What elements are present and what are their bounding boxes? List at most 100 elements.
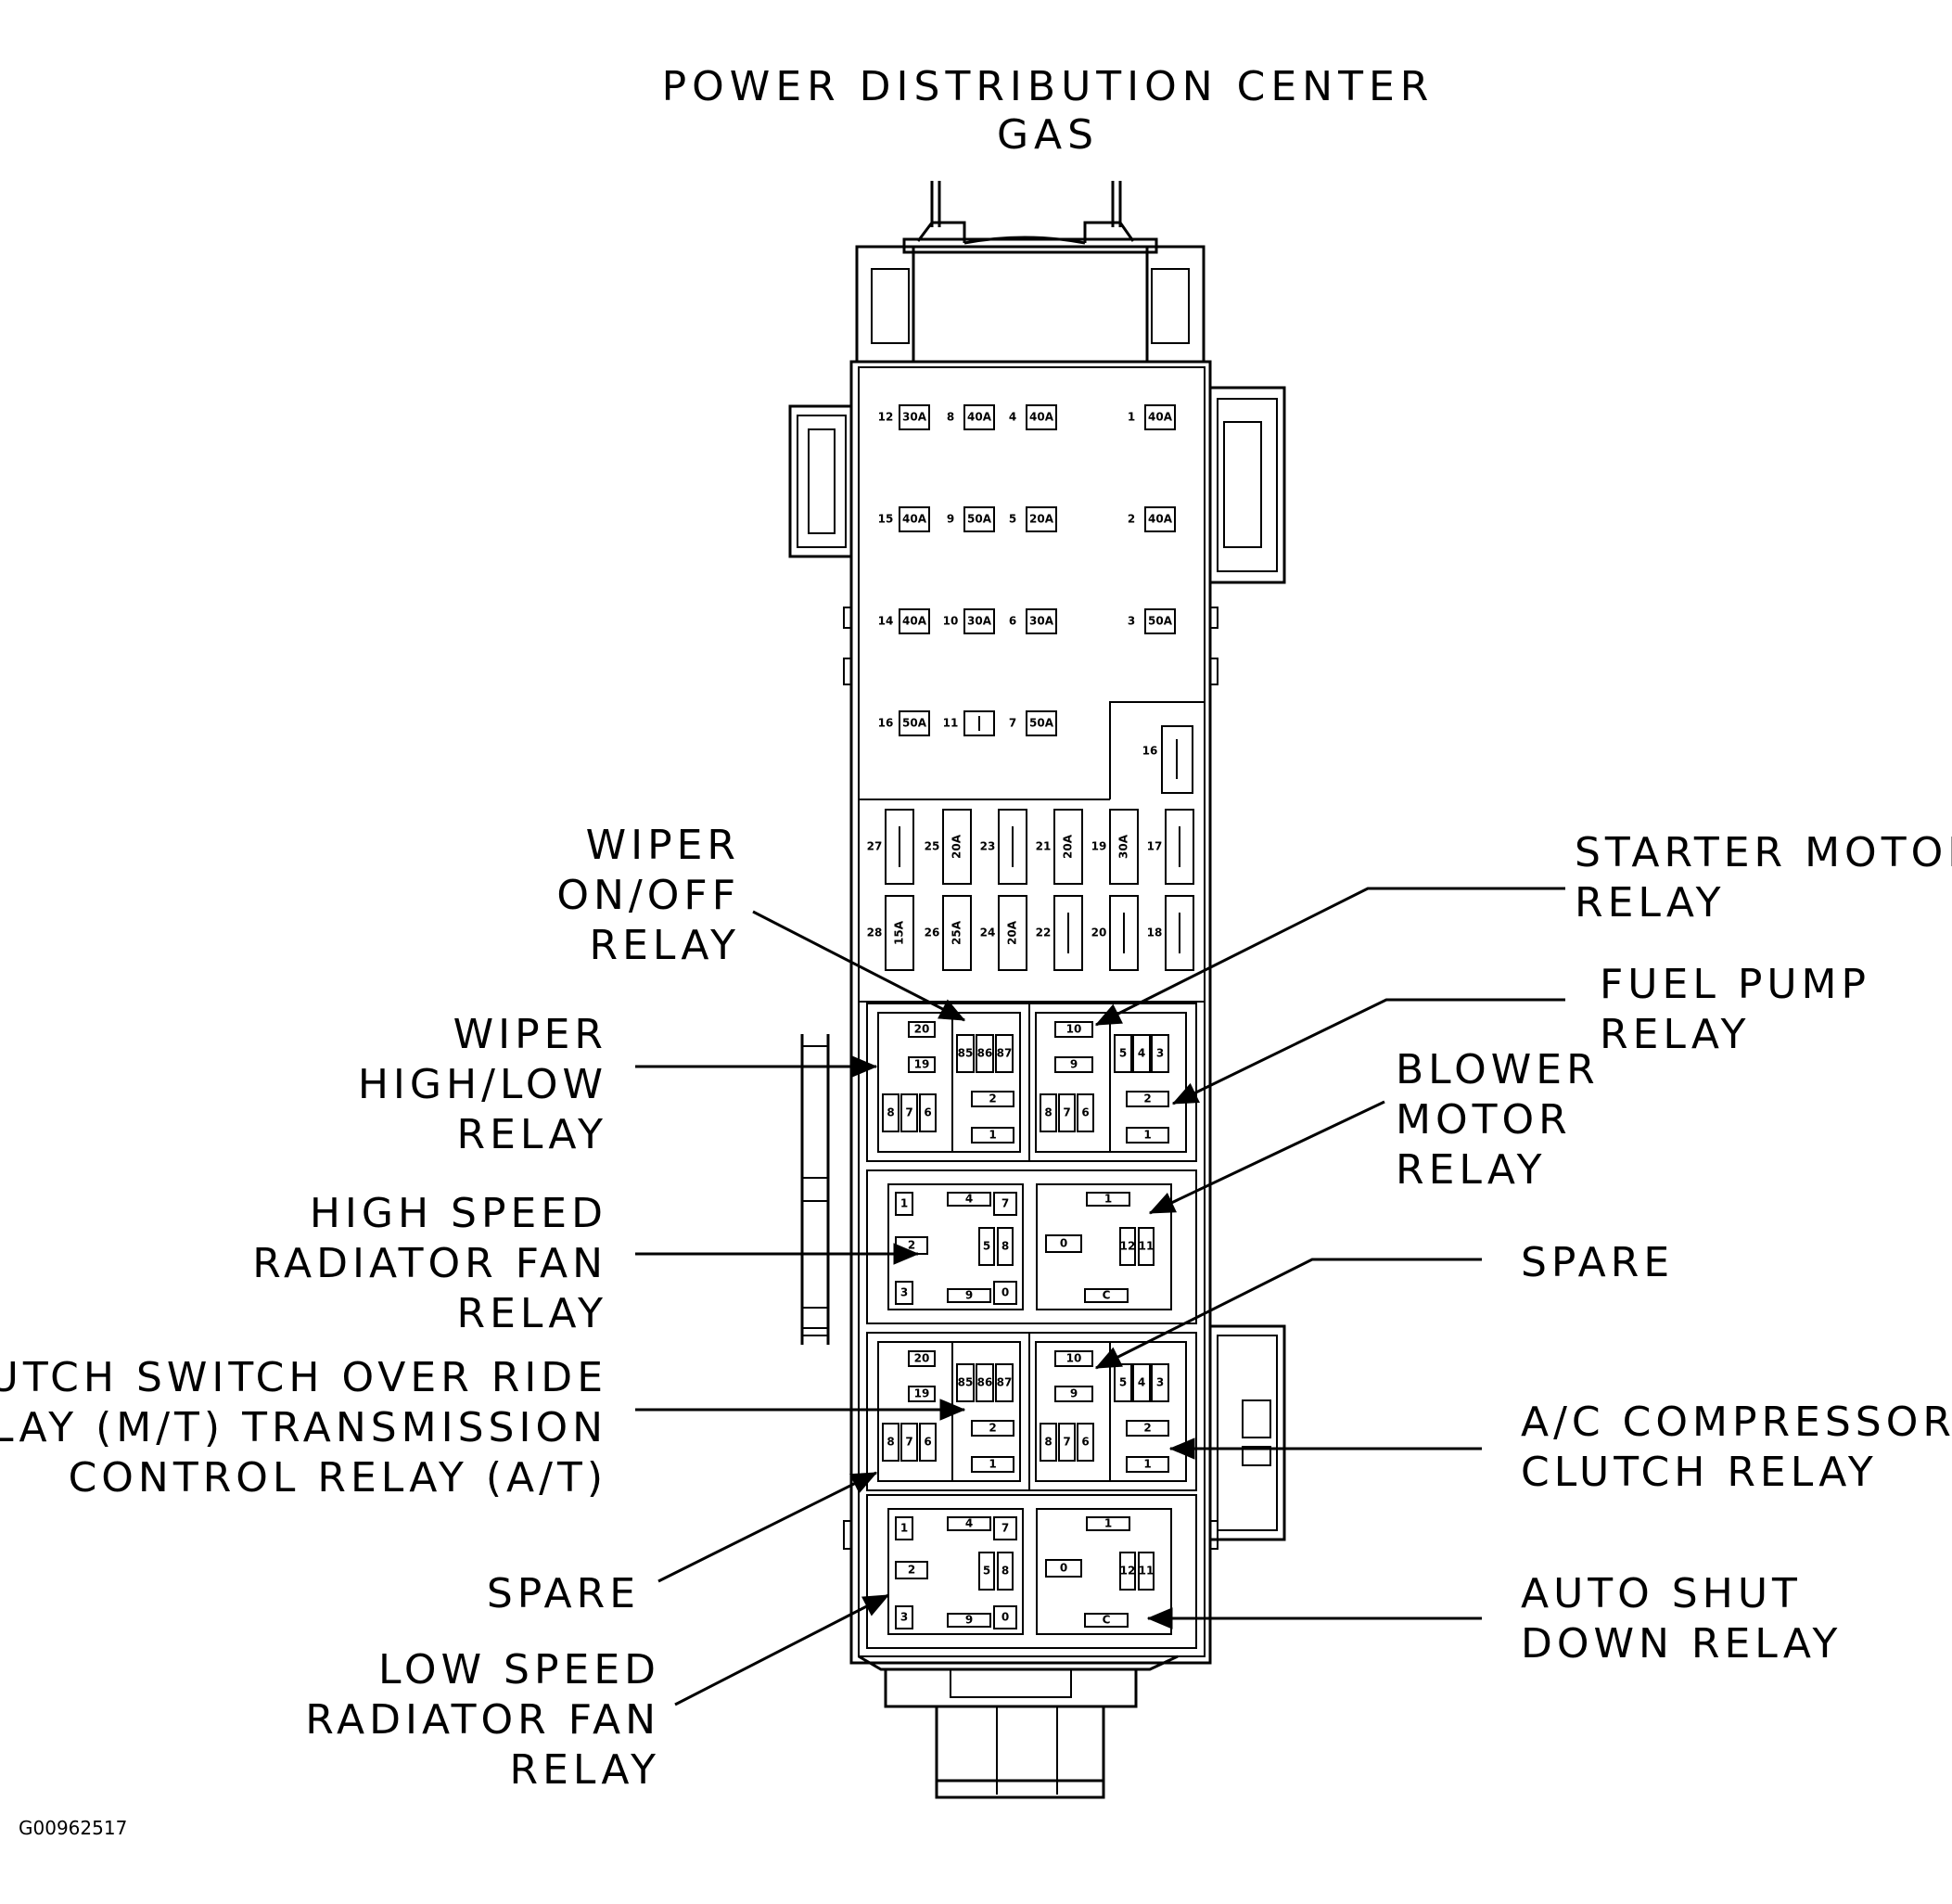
- low-speed-fan-label-3: RELAY: [510, 1746, 660, 1794]
- cavity-label: 7: [905, 1106, 912, 1119]
- arrowhead: [893, 1243, 920, 1265]
- terminal-label: 0: [1060, 1562, 1067, 1575]
- fuse-rating: 40A: [1148, 411, 1173, 424]
- fuel-pump-label-2: RELAY: [1600, 1011, 1750, 1058]
- cavity: [956, 1034, 975, 1073]
- arrowhead: [1168, 1438, 1195, 1460]
- cavity: [1040, 1423, 1057, 1462]
- fuse-number: 19: [1091, 840, 1107, 853]
- clutch-switch-label-1: CLUTCH SWITCH OVER RIDE: [0, 1354, 607, 1401]
- fuse-number: 10: [943, 615, 959, 628]
- spare-right-label: SPARE: [1521, 1239, 1674, 1286]
- starter-motor-label-1: STARTER MOTOR: [1575, 829, 1952, 876]
- fuse-body: [963, 506, 995, 532]
- cavity-label: 1: [989, 1458, 996, 1471]
- fuse-body: [998, 895, 1027, 971]
- maxi-fuse-side: 16: [1142, 725, 1193, 794]
- callout-low-speed-fan: LOW SPEED RADIATOR FAN RELAY: [305, 1646, 660, 1794]
- terminal: [895, 1192, 913, 1216]
- cavity-label: 6: [924, 1106, 931, 1119]
- terminal-label: 12: [1120, 1565, 1136, 1578]
- callout-auto-shutdown: AUTO SHUT DOWN RELAY: [1521, 1570, 1842, 1668]
- fuse-number: 3: [1128, 615, 1135, 628]
- cavity: [919, 1093, 937, 1132]
- leader-ac-compressor: [1168, 1438, 1482, 1460]
- fuse-body: [963, 404, 995, 430]
- cavity: [971, 1420, 1014, 1437]
- cavity-label: 86: [977, 1376, 993, 1389]
- cavity-label: 1: [1143, 1458, 1151, 1471]
- clutch-switch-label-3: CONTROL RELAY (A/T): [69, 1454, 607, 1501]
- cavity: [1077, 1423, 1094, 1462]
- cavity: [1077, 1093, 1094, 1132]
- fuse-rating: 20A: [1029, 513, 1054, 526]
- fuse-number: 16: [1142, 745, 1158, 758]
- cavity: [1151, 1034, 1169, 1073]
- terminal: [947, 1288, 991, 1303]
- cavity: [1126, 1127, 1169, 1144]
- terminal-label: 5: [983, 1240, 990, 1253]
- pdc-main-body: [788, 360, 1286, 1665]
- fuse-number: 15: [878, 513, 894, 526]
- fuse-body: [963, 608, 995, 634]
- fuse-number: 20: [1091, 926, 1107, 939]
- cavity: [919, 1423, 937, 1462]
- cavity: [900, 1093, 918, 1132]
- terminal: [993, 1605, 1017, 1629]
- terminal: [1045, 1559, 1082, 1578]
- fuse-number: 14: [878, 615, 894, 628]
- cavity-label: 87: [997, 1376, 1013, 1389]
- cavity-label: 85: [958, 1047, 974, 1060]
- fuse-number: 9: [947, 513, 954, 526]
- fuse-rating: 30A: [902, 411, 927, 424]
- callout-wiper-on-off: WIPER ON/OFF RELAY: [556, 822, 735, 969]
- cavity: [971, 1456, 1014, 1473]
- auto-shutdown-label-2: DOWN RELAY: [1521, 1620, 1842, 1668]
- pdc-top-housing: [855, 181, 1206, 364]
- leader-line: [674, 1593, 889, 1706]
- fuse-number: 7: [1009, 717, 1016, 730]
- fuse-rating: 20A: [1062, 834, 1075, 859]
- terminal-label: 11: [1139, 1240, 1155, 1253]
- terminal-label: 1: [900, 1197, 908, 1210]
- cavity: [908, 1350, 936, 1367]
- wiper-high-low-label-2: HIGH/LOW: [358, 1061, 607, 1108]
- leader-starter-motor: [1094, 887, 1565, 1027]
- fuse-body: [1026, 608, 1057, 634]
- terminal: [993, 1516, 1017, 1540]
- fuse-body: [1026, 506, 1057, 532]
- leader-wiper-high-low: [635, 1055, 878, 1078]
- terminal: [947, 1192, 991, 1207]
- cavity: [908, 1386, 936, 1402]
- cavity-label: 20: [914, 1023, 930, 1036]
- terminal: [947, 1613, 991, 1628]
- terminal: [1138, 1227, 1155, 1266]
- cavity: [1054, 1056, 1093, 1073]
- leader-line: [752, 910, 965, 1022]
- cavity: [1054, 1021, 1093, 1038]
- cavity-label: 5: [1119, 1376, 1127, 1389]
- cavity-label: 4: [1138, 1047, 1145, 1060]
- fuse-number: 11: [943, 717, 959, 730]
- cavity-label: 5: [1119, 1047, 1127, 1060]
- terminal-label: 2: [908, 1564, 915, 1577]
- arrowhead: [861, 1594, 890, 1616]
- cavity-label: 9: [1070, 1058, 1078, 1071]
- cavity-label: 86: [977, 1047, 993, 1060]
- image-code: G00962517: [19, 1817, 127, 1839]
- cavity: [956, 1363, 975, 1402]
- high-speed-fan-label-1: HIGH SPEED: [310, 1190, 607, 1237]
- terminal: [1119, 1227, 1136, 1266]
- arrowhead: [939, 1399, 966, 1421]
- leader-line: [1095, 1258, 1482, 1370]
- fuse-number: 1: [1128, 411, 1135, 424]
- terminal: [947, 1516, 991, 1531]
- blower-motor-label-2: MOTOR: [1396, 1096, 1572, 1144]
